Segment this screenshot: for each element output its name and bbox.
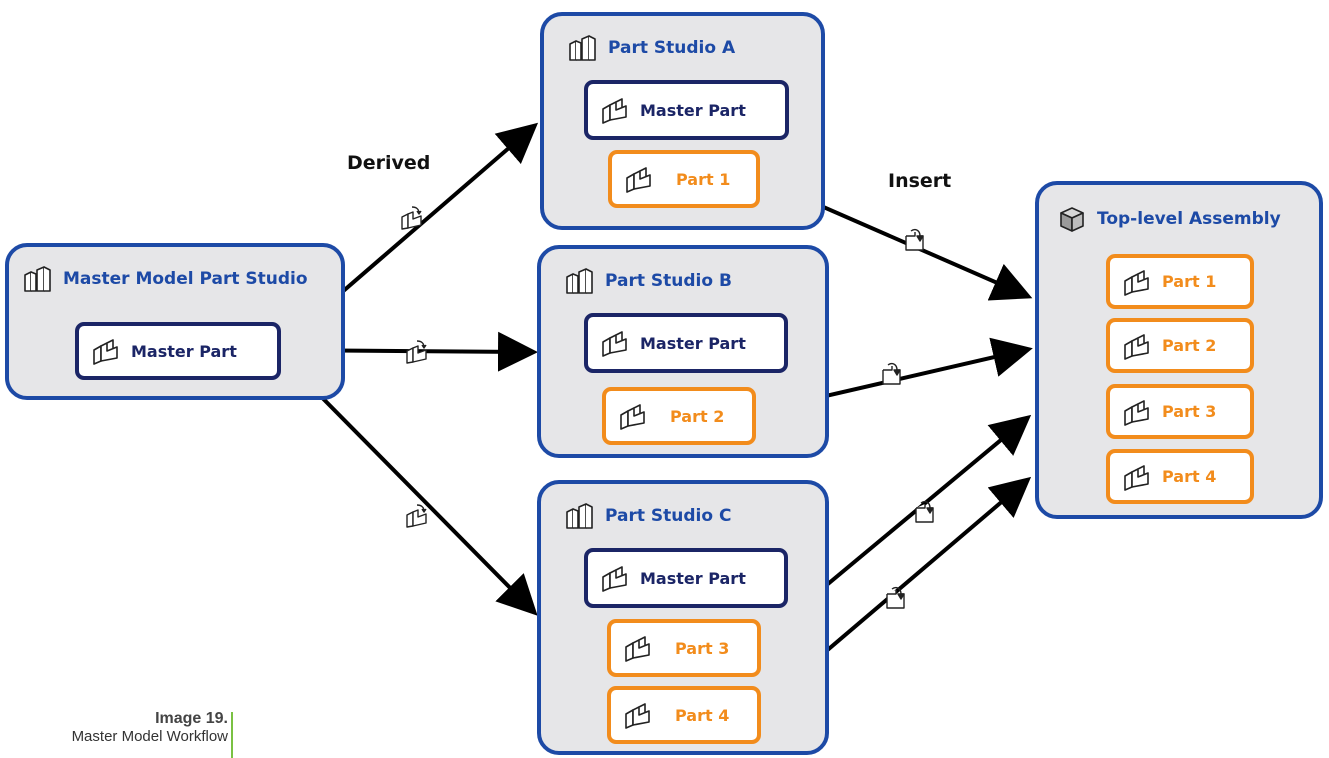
insert-icon [880, 362, 904, 386]
part-icon [623, 634, 653, 662]
assembly-part-4[interactable]: Part 4 [1106, 449, 1254, 504]
studio-title: Part Studio B [605, 271, 732, 291]
part-icon [1122, 398, 1152, 426]
part-label: Master Part [131, 341, 237, 361]
studio-title: Part Studio C [605, 506, 732, 526]
part-2[interactable]: Part 2 [602, 387, 756, 445]
part-label: Part 1 [676, 169, 731, 189]
caption-number: Image 19. [155, 710, 228, 727]
master-part[interactable]: Master Part [584, 313, 788, 373]
part-label: Part 4 [1162, 467, 1217, 486]
part-studio-icon [568, 34, 598, 62]
assembly-title: Top-level Assembly [1097, 209, 1281, 229]
part-4[interactable]: Part 4 [607, 686, 761, 744]
insert-label: Insert [888, 170, 952, 192]
top-level-assembly[interactable]: Top-level Assembly Part 1 Part 2 Part 3 … [1035, 181, 1323, 519]
assembly-icon [1057, 205, 1087, 233]
part-icon [1122, 268, 1152, 296]
figure-caption: Image 19. Master Model Workflow [72, 710, 228, 745]
caption-text: Master Model Workflow [71, 728, 228, 745]
part-icon [623, 701, 653, 729]
derived-icon [400, 206, 424, 230]
master-part[interactable]: Master Part [584, 80, 789, 140]
insert-icon [913, 500, 937, 524]
part-label: Master Part [640, 100, 746, 120]
assembly-part-3[interactable]: Part 3 [1106, 384, 1254, 439]
caption-divider [231, 712, 233, 758]
studio-title: Part Studio A [608, 38, 736, 58]
derived-label: Derived [347, 152, 431, 174]
assembly-part-1[interactable]: Part 1 [1106, 254, 1254, 309]
part-label: Master Part [640, 333, 746, 353]
part-icon [600, 564, 630, 592]
insert-icon [884, 586, 908, 610]
part-studio-icon [565, 267, 595, 295]
part-label: Part 2 [670, 406, 725, 426]
derived-icon [405, 340, 429, 364]
part-studio-b[interactable]: Part Studio B Master Part Part 2 [537, 245, 829, 458]
part-label: Part 1 [1162, 272, 1217, 291]
part-icon [600, 96, 630, 124]
part-studio-a[interactable]: Part Studio A Master Part Part 1 [540, 12, 825, 230]
part-icon [624, 165, 654, 193]
part-studio-icon [565, 502, 595, 530]
part-1[interactable]: Part 1 [608, 150, 760, 208]
part-label: Master Part [640, 568, 746, 588]
master-model-part-studio[interactable]: Master Model Part Studio Master Part [5, 243, 345, 400]
part-icon [1122, 463, 1152, 491]
part-icon [1122, 332, 1152, 360]
assembly-part-2[interactable]: Part 2 [1106, 318, 1254, 373]
part-label: Part 2 [1162, 336, 1217, 355]
part-label: Part 3 [1162, 402, 1217, 421]
part-label: Part 3 [675, 638, 730, 658]
insert-icon [903, 228, 927, 252]
studio-title: Master Model Part Studio [63, 269, 308, 289]
master-part[interactable]: Master Part [584, 548, 788, 608]
part-3[interactable]: Part 3 [607, 619, 761, 677]
master-part[interactable]: Master Part [75, 322, 281, 380]
part-label: Part 4 [675, 705, 730, 725]
part-studio-icon [23, 265, 53, 293]
derived-icon [405, 504, 429, 528]
part-icon [600, 329, 630, 357]
part-icon [91, 337, 121, 365]
part-studio-c[interactable]: Part Studio C Master Part Part 3 Part 4 [537, 480, 829, 755]
part-icon [618, 402, 648, 430]
